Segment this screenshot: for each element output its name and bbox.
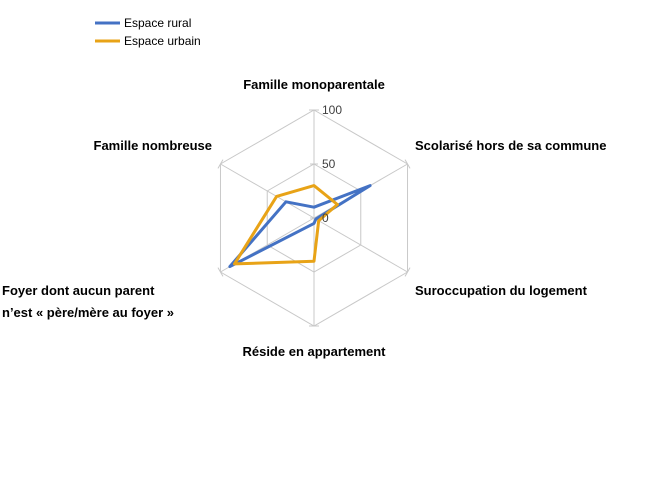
- radar-series: [228, 184, 372, 269]
- series-1-line: [228, 184, 372, 269]
- axis-label-3: Suroccupation du logement: [415, 283, 588, 298]
- axis-label-6: Famille nombreuse: [94, 138, 212, 153]
- grid-tick-mark: [404, 267, 411, 277]
- grid-tick-mark: [404, 159, 411, 169]
- tick-label-0: 0: [322, 211, 329, 225]
- tick-label-50: 50: [322, 157, 336, 171]
- axis-label-4: Réside en appartement: [242, 344, 386, 359]
- axis-label-1: Famille monoparentale: [243, 77, 385, 92]
- grid-tick-mark: [217, 159, 224, 169]
- grid-spoke: [313, 217, 408, 273]
- series-2-line: [232, 184, 339, 266]
- legend-label-1: Espace rural: [124, 16, 191, 30]
- grid-tick-mark: [217, 267, 224, 277]
- radar-tick-labels: 0 50 100: [322, 103, 342, 225]
- tick-label-100: 100: [322, 103, 342, 117]
- radar-grid: [217, 109, 411, 327]
- grid-spoke: [220, 163, 315, 219]
- legend-label-2: Espace urbain: [124, 34, 201, 48]
- axis-label-2: Scolarisé hors de sa commune: [415, 138, 606, 153]
